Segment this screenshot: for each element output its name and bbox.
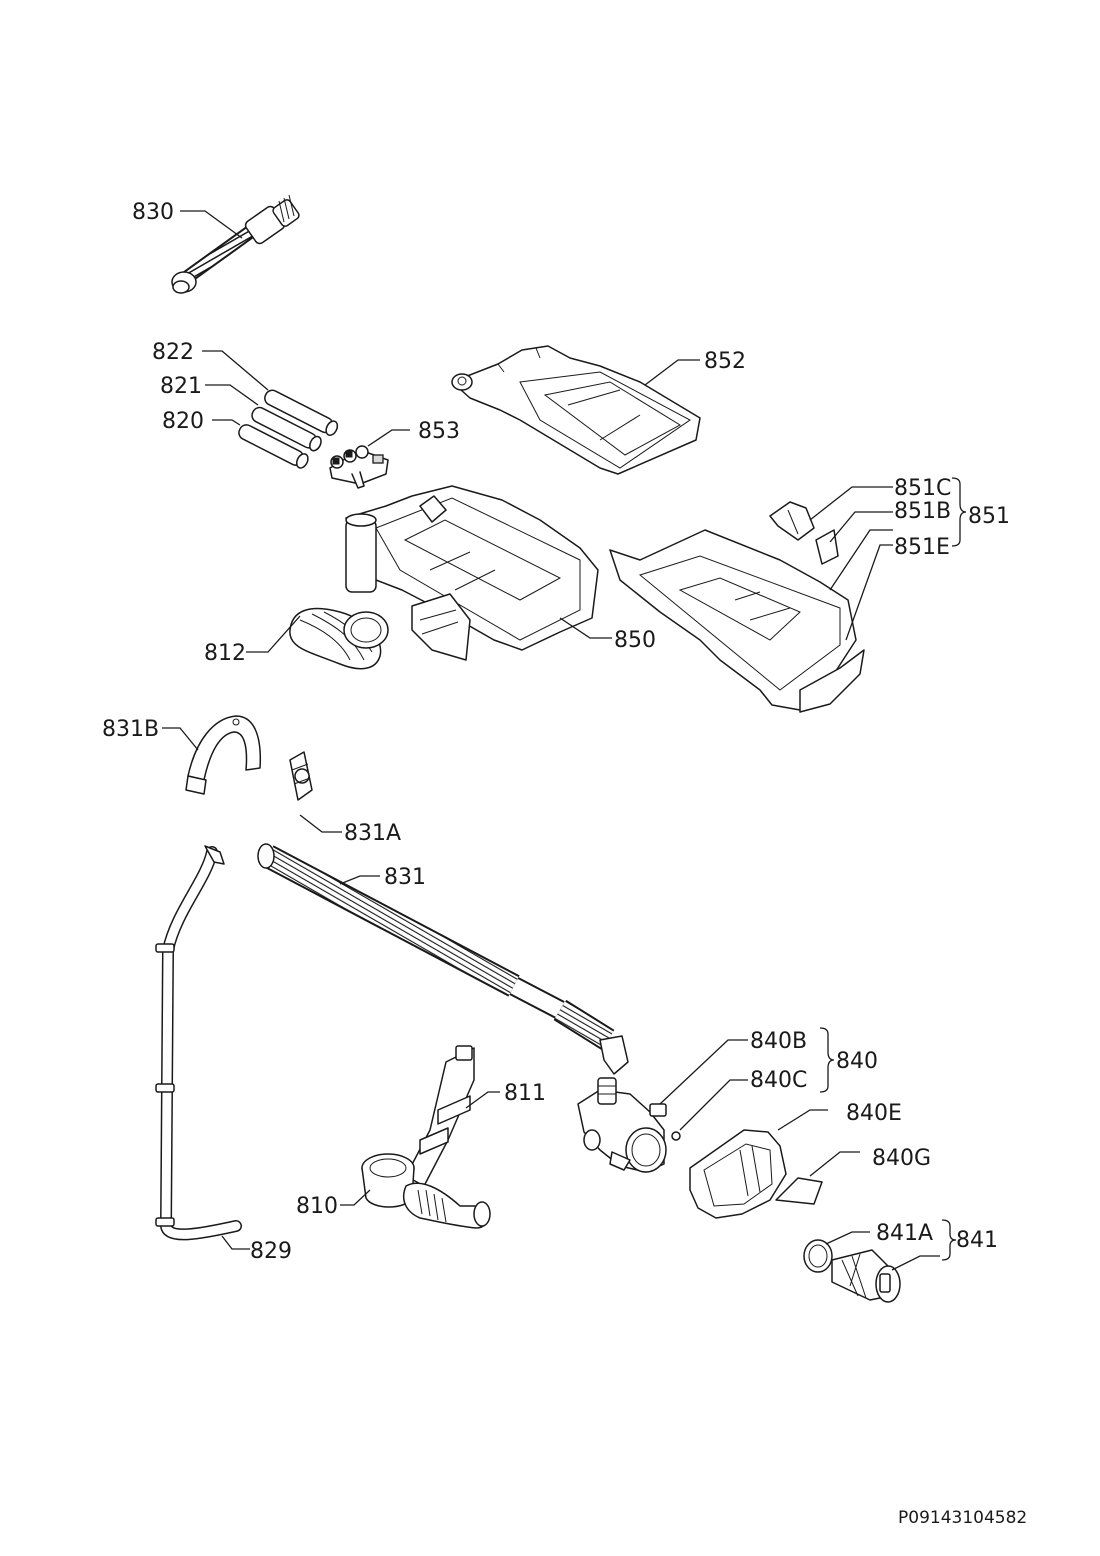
leader-812 — [246, 615, 301, 653]
drawer-part-851B — [815, 529, 839, 565]
label-852: 852 — [704, 349, 746, 374]
pump-part-840C — [671, 1131, 681, 1141]
label-829: 829 — [250, 1239, 292, 1264]
drawer-part-851C — [769, 501, 815, 541]
document-id: P09143104582 — [898, 1508, 1027, 1528]
label-811: 811 — [504, 1081, 546, 1106]
label-830: 830 — [132, 200, 174, 225]
leader-831 — [339, 875, 380, 885]
label-841A: 841A — [876, 1221, 933, 1246]
pipe-829 — [155, 845, 242, 1241]
leader-830 — [180, 210, 243, 239]
label-851E: 851E — [894, 535, 950, 560]
leaders-820-822 — [202, 350, 269, 426]
label-831: 831 — [384, 865, 426, 890]
label-820: 820 — [162, 409, 204, 434]
label-853: 853 — [418, 419, 460, 444]
label-810: 810 — [296, 1194, 338, 1219]
drain-hose-831 — [257, 843, 629, 1075]
leader-831A — [299, 814, 342, 833]
pump-840 — [577, 1077, 667, 1173]
leader-850 — [559, 617, 612, 639]
label-840: 840 — [836, 1049, 878, 1074]
sump-810 — [361, 1153, 491, 1229]
leaders-840 — [659, 1027, 835, 1131]
label-831A: 831A — [344, 821, 401, 846]
label-840E: 840E — [846, 1101, 902, 1126]
pump-part-840B — [649, 1103, 667, 1117]
label-812: 812 — [204, 641, 246, 666]
label-822: 822 — [152, 340, 194, 365]
label-851B: 851B — [894, 499, 951, 524]
label-840G: 840G — [872, 1146, 931, 1171]
leader-852 — [644, 359, 700, 386]
leaders-841 — [825, 1219, 957, 1271]
hose-hook-831B — [185, 715, 262, 795]
label-851C: 851C — [894, 476, 951, 501]
drawer-851 — [609, 529, 865, 713]
label-840B: 840B — [750, 1029, 807, 1054]
leaders-851 — [809, 477, 967, 641]
lid-852 — [451, 345, 701, 475]
bellows-812 — [289, 607, 389, 670]
label-840C: 840C — [750, 1068, 807, 1093]
leader-831B — [162, 727, 199, 751]
leader-811 — [465, 1091, 500, 1109]
pump-cover-840E — [689, 1129, 787, 1219]
filter-seal-841A — [803, 1239, 833, 1273]
leader-810 — [340, 1189, 371, 1206]
label-841: 841 — [956, 1228, 998, 1253]
label-831B: 831B — [102, 717, 159, 742]
pipe-811 — [405, 1045, 475, 1187]
leader-853 — [367, 429, 410, 447]
label-850: 850 — [614, 628, 656, 653]
dispenser-housing-850 — [345, 485, 599, 661]
flap-840G — [775, 1177, 823, 1205]
label-821: 821 — [160, 374, 202, 399]
valve-853 — [329, 445, 389, 489]
inlet-hose-830 — [171, 194, 300, 294]
leader-829 — [221, 1235, 250, 1250]
leader-840G — [809, 1151, 860, 1177]
label-851: 851 — [968, 504, 1010, 529]
filter-841 — [831, 1249, 901, 1303]
tubes-820-822 — [238, 389, 339, 469]
clip-831A — [289, 751, 313, 801]
leader-840E — [777, 1109, 828, 1131]
